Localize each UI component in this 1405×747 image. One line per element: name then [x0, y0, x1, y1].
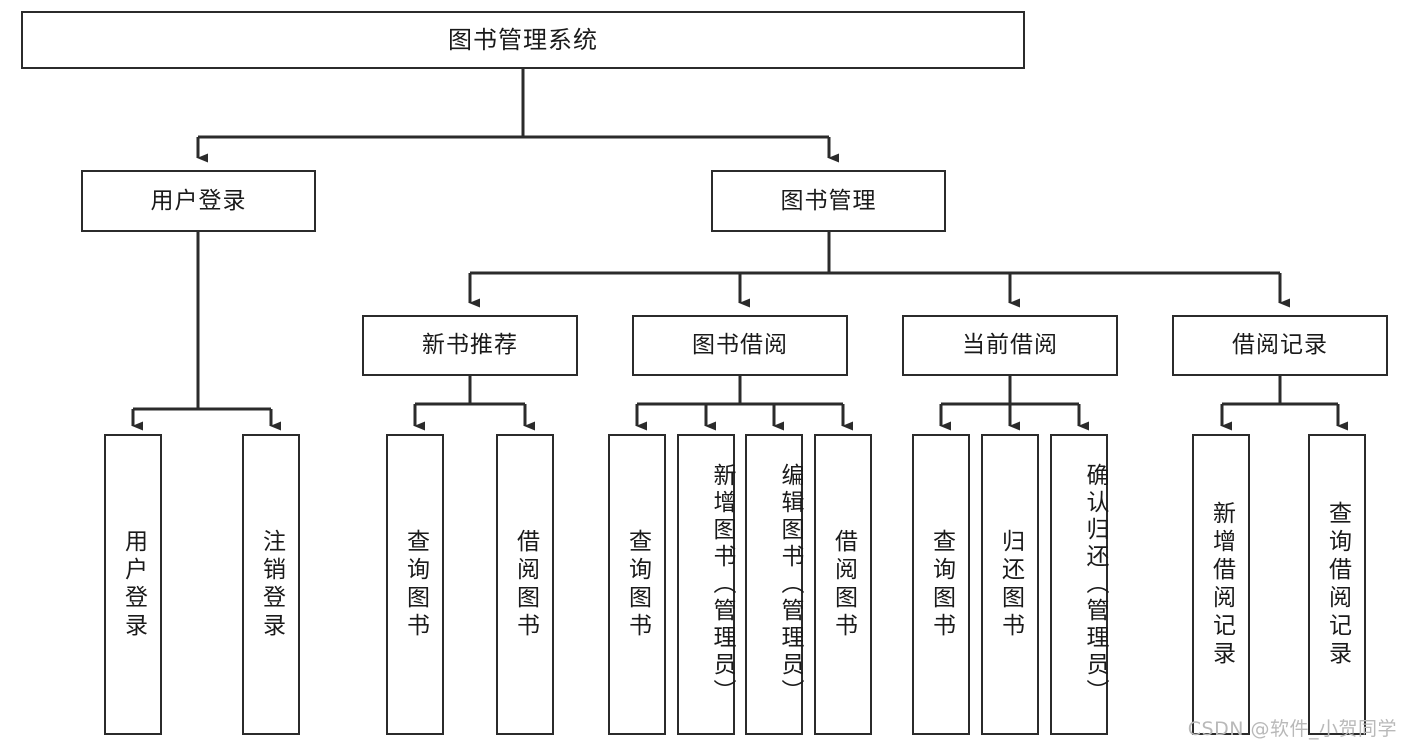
- leaf-record-query-record[interactable]: 查询借阅记录: [1308, 434, 1366, 735]
- node-label: 用户登录: [150, 187, 247, 214]
- node-label: 查询图书: [928, 528, 955, 641]
- node-label: 图书管理: [780, 187, 877, 214]
- node-label: 查询图书: [624, 528, 651, 641]
- node-new-book-recommend[interactable]: 新书推荐: [362, 315, 578, 376]
- watermark-text: CSDN @软件_小贺同学: [1187, 718, 1397, 740]
- leaf-recommend-borrow-book[interactable]: 借阅图书: [496, 434, 554, 735]
- leaf-borrow-borrow-book[interactable]: 借阅图书: [814, 434, 872, 735]
- leaf-borrow-edit-book-admin[interactable]: 编辑图书（管理员）: [745, 434, 803, 735]
- node-book-borrow[interactable]: 图书借阅: [632, 315, 848, 376]
- node-borrow-record[interactable]: 借阅记录: [1172, 315, 1388, 376]
- node-current-borrow[interactable]: 当前借阅: [902, 315, 1118, 376]
- leaf-current-query-book[interactable]: 查询图书: [912, 434, 970, 735]
- node-label: 新增借阅记录: [1208, 500, 1235, 669]
- node-label: 图书借阅: [692, 332, 788, 359]
- leaf-record-add-record[interactable]: 新增借阅记录: [1192, 434, 1250, 735]
- leaf-recommend-query-book[interactable]: 查询图书: [386, 434, 444, 735]
- node-label: 借阅图书: [512, 528, 539, 641]
- node-label: 借阅记录: [1232, 332, 1328, 359]
- node-label: 查询借阅记录: [1324, 500, 1351, 669]
- leaf-current-confirm-return-admin[interactable]: 确认归还（管理员）: [1050, 434, 1108, 735]
- node-label: 当前借阅: [962, 332, 1058, 359]
- node-label: 归还图书: [997, 528, 1024, 641]
- node-user-login[interactable]: 用户登录: [81, 170, 316, 232]
- leaf-borrow-add-book-admin[interactable]: 新增图书（管理员）: [677, 434, 735, 735]
- node-label: 新增图书（管理员）: [709, 463, 735, 706]
- node-root-library-management-system[interactable]: 图书管理系统: [21, 11, 1025, 69]
- node-label: 借阅图书: [830, 528, 857, 641]
- leaf-borrow-query-book[interactable]: 查询图书: [608, 434, 666, 735]
- node-label: 注销登录: [258, 528, 285, 641]
- leaf-user-login-login[interactable]: 用户登录: [104, 434, 162, 735]
- node-label: 用户登录: [120, 528, 147, 641]
- node-book-management[interactable]: 图书管理: [711, 170, 946, 232]
- leaf-current-return-book[interactable]: 归还图书: [981, 434, 1039, 735]
- node-label: 确认归还（管理员）: [1082, 463, 1108, 706]
- node-label: 图书管理系统: [448, 26, 598, 54]
- node-label: 新书推荐: [422, 332, 518, 359]
- node-label: 查询图书: [402, 528, 429, 641]
- leaf-user-login-logout[interactable]: 注销登录: [242, 434, 300, 735]
- node-label: 编辑图书（管理员）: [777, 463, 803, 706]
